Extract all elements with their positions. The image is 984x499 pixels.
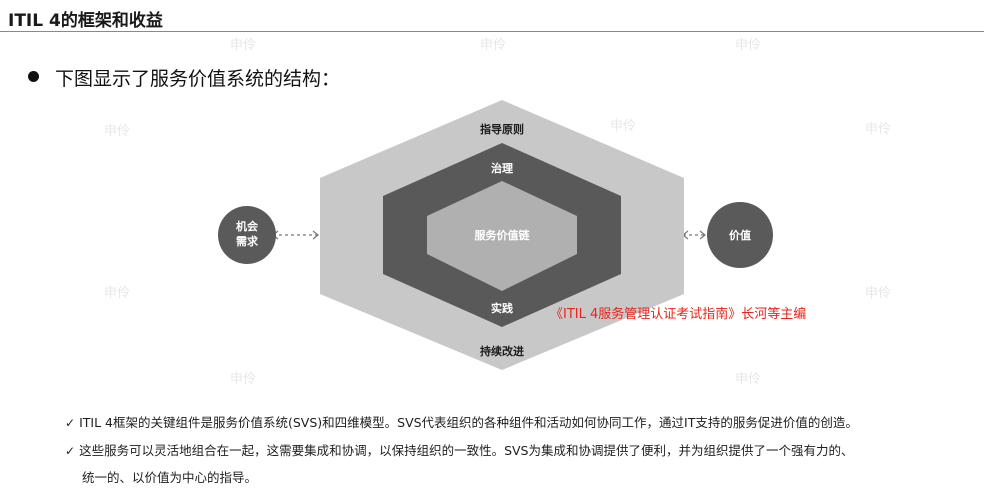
governance-label: 治理	[491, 161, 513, 175]
guiding-principles-label: 指导原则	[480, 122, 524, 136]
check-item-1: ✓ITIL 4框架的关键组件是服务价值系统(SVS)和四维模型。SVS代表组织的…	[65, 412, 858, 431]
check-icon: ✓	[65, 444, 76, 458]
check-item-2: ✓这些服务可以灵活地组合在一起，这需要集成和协调，以保持组织的一致性。SVS为集…	[65, 440, 854, 459]
demand-label: 需求	[236, 234, 259, 248]
service-value-chain-label: 服务价值链	[475, 228, 531, 242]
slide-title: ITIL 4的框架和收益	[8, 11, 163, 31]
value-chain-hexagon	[427, 181, 577, 291]
check-item-2-continuation: 统一的、以价值为中心的指导。	[82, 470, 258, 485]
source-citation: 《ITIL 4服务管理认证考试指南》长河等主编	[550, 307, 807, 322]
slide-header: ITIL 4的框架和收益	[0, 0, 984, 32]
opportunity-demand-circle	[218, 206, 276, 264]
left-connector	[272, 230, 319, 240]
right-connector	[682, 230, 706, 240]
check-item-text: 这些服务可以灵活地组合在一起，这需要集成和协调，以保持组织的一致性。SVS为集成…	[79, 443, 854, 458]
bullet-dot-icon	[28, 71, 39, 82]
check-item-text: ITIL 4框架的关键组件是服务价值系统(SVS)和四维模型。SVS代表组织的各…	[79, 415, 858, 430]
continual-improvement-label: 持续改进	[480, 344, 524, 358]
check-icon: ✓	[65, 416, 76, 430]
opportunity-label: 机会	[236, 219, 259, 233]
practices-label: 实践	[491, 301, 513, 315]
value-circle	[707, 202, 773, 268]
bullet-text: 下图显示了服务价值系统的结构：	[55, 68, 341, 90]
value-label: 价值	[729, 228, 751, 242]
